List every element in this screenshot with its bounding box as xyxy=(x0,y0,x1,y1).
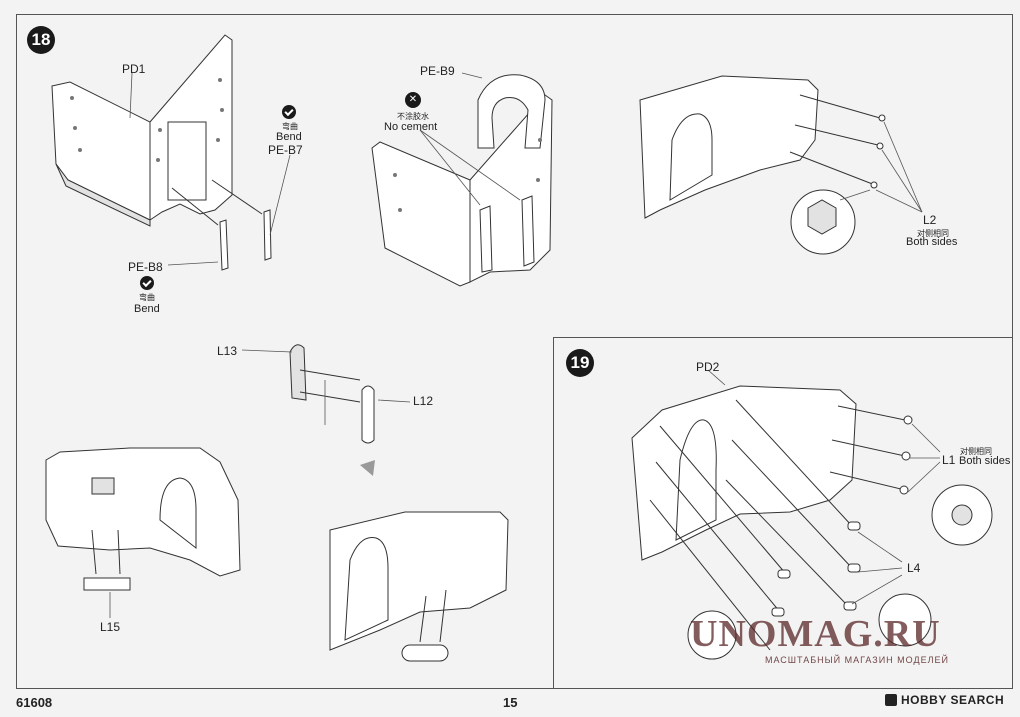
l15-view-drawing xyxy=(45,447,241,618)
label-pe-b7: PE-B7 xyxy=(268,143,303,157)
label-l4: L4 xyxy=(907,561,921,575)
lower-middle-view-drawing xyxy=(329,511,509,662)
no-cement-icon xyxy=(405,92,421,108)
label-no-cement-cn: 不涂胶水 xyxy=(397,112,429,121)
step-19-frame xyxy=(553,337,1013,689)
label-l2: L2 xyxy=(923,213,937,227)
label-pd1: PD1 xyxy=(122,62,146,76)
label-bend-top-en: Bend xyxy=(276,131,302,143)
page-number: 15 xyxy=(503,695,518,710)
pd1-panel-drawing xyxy=(51,34,291,271)
pd2-view-drawing xyxy=(631,369,993,660)
page-frame xyxy=(16,14,1013,689)
l13-l12-drawing xyxy=(241,344,411,476)
label-l1-both-cn: 对侧相同 xyxy=(960,447,992,456)
label-bend-top-cn: 弯曲 xyxy=(282,122,298,131)
brand-name: HOBBY SEARCH xyxy=(901,693,1005,707)
bend-icon xyxy=(140,276,154,290)
bend-icon xyxy=(282,105,296,119)
label-pe-b8: PE-B8 xyxy=(128,260,163,274)
label-bend-bottom-cn: 弯曲 xyxy=(139,293,155,302)
label-l1-both-en: Both sides xyxy=(959,455,1011,467)
watermark-subtitle: МАСШТАБНЫЙ МАГАЗИН МОДЕЛЕЙ xyxy=(765,655,949,665)
step-19-number: 19 xyxy=(566,349,594,377)
label-l13: L13 xyxy=(217,344,238,358)
label-l15: L15 xyxy=(100,620,121,634)
kit-number: 61608 xyxy=(16,695,53,710)
pe-b9-view-drawing xyxy=(371,72,553,287)
l2-view-drawing xyxy=(639,75,923,255)
label-no-cement-en: No cement xyxy=(384,121,438,133)
label-pd2: PD2 xyxy=(696,360,720,374)
label-pe-b9: PE-B9 xyxy=(420,64,455,78)
label-l2-both-cn: 对侧相同 xyxy=(917,229,949,238)
label-bend-bottom-en: Bend xyxy=(134,303,160,315)
label-l1: L1 xyxy=(942,453,956,467)
brand-footer: HOBBY SEARCH xyxy=(885,693,1004,707)
watermark-title: UNOMAG.RU xyxy=(690,613,941,655)
label-l12: L12 xyxy=(413,394,434,408)
label-l2-both-en: Both sides xyxy=(906,236,958,248)
step-18-number: 18 xyxy=(27,26,55,54)
hobby-search-logo-icon xyxy=(885,694,897,706)
